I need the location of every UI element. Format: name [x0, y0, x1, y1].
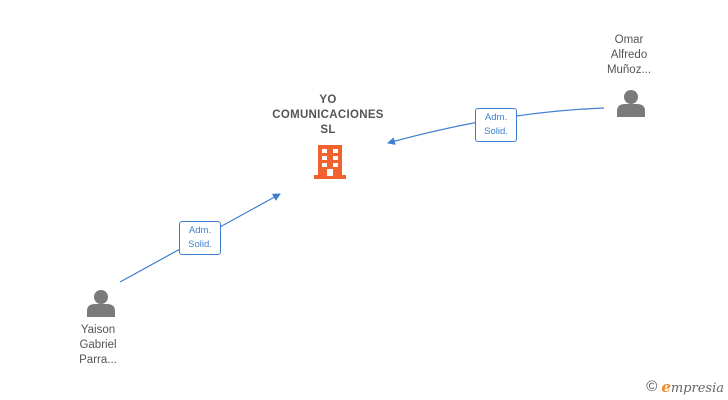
brand-watermark[interactable]: © empresia: [646, 378, 724, 396]
company-name-line: COMUNICACIONES: [272, 109, 384, 121]
person-name-omar[interactable]: Omar Alfredo Muñoz...: [589, 33, 669, 78]
copyright-icon: ©: [646, 378, 658, 395]
role-label-line: Solid.: [188, 239, 212, 250]
role-label-yaison: Adm. Solid.: [179, 221, 221, 255]
person-name-line: Alfredo: [610, 49, 648, 61]
company-name-line: YO: [319, 94, 337, 106]
role-label-line: Adm.: [188, 225, 212, 236]
brand-logo-rest: mpresia: [670, 381, 724, 396]
person-name-line: Yaison: [80, 324, 116, 336]
company-name[interactable]: YO COMUNICACIONES SL: [258, 93, 398, 138]
person-name-yaison[interactable]: Yaison Gabriel Parra...: [58, 323, 138, 368]
person-icon[interactable]: [86, 289, 116, 317]
person-name-line: Omar: [614, 34, 644, 46]
person-name-line: Gabriel: [79, 339, 117, 351]
role-label-omar: Adm. Solid.: [475, 108, 517, 142]
building-icon[interactable]: [313, 144, 347, 180]
brand-logo-initial: e: [661, 378, 671, 396]
role-label-line: Adm.: [484, 112, 508, 123]
role-label-line: Solid.: [484, 126, 508, 137]
person-name-line: Muñoz...: [606, 64, 652, 76]
person-name-line: Parra...: [79, 354, 117, 366]
company-name-line: SL: [320, 124, 336, 136]
person-icon[interactable]: [616, 89, 646, 117]
brand-logo: empresia: [661, 378, 724, 396]
